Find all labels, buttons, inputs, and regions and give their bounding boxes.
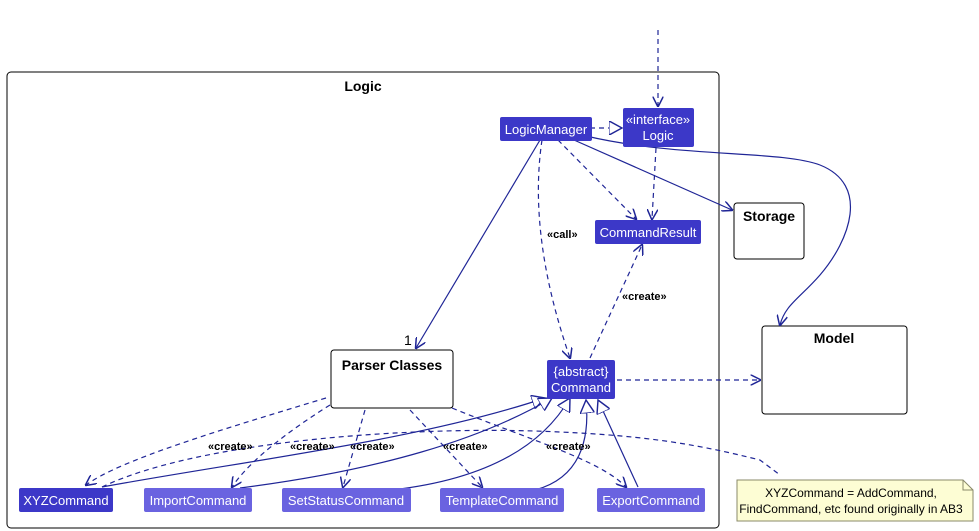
manager-to-storage-edge [573, 139, 732, 210]
manager-call-command-edge [537, 139, 570, 358]
command-result-label: CommandResult [600, 225, 697, 240]
xyz-command-class[interactable]: XYZCommand [19, 488, 113, 512]
xyz-inherits-edge [101, 398, 545, 488]
parser-create-export-edge [451, 407, 626, 487]
import-command-label: ImportCommand [150, 493, 247, 508]
logic-manager-class[interactable]: LogicManager [500, 117, 592, 141]
model-package-title: Model [814, 330, 854, 346]
setstatus-command-label: SetStatusCommand [288, 493, 404, 508]
edges [86, 30, 851, 491]
logic-interface-class[interactable]: «interface» Logic [623, 108, 694, 147]
command-stereotype-label: {abstract} [554, 364, 610, 379]
note-connector-edge [101, 429, 781, 488]
command-result-class[interactable]: CommandResult [595, 220, 701, 244]
create-label-4: «create» [443, 441, 488, 453]
logic-stereotype-label: «interface» [626, 112, 690, 127]
logic-package: Logic [6, 71, 720, 529]
create-result-label: «create» [622, 291, 667, 303]
command-create-result-edge [589, 245, 642, 359]
create-label-1: «create» [208, 441, 253, 453]
parser-create-setstatus-edge [343, 409, 366, 487]
manager-to-parser-edge [416, 139, 541, 348]
template-inherits-edge [534, 400, 587, 491]
note: XYZCommand = AddCommand, FindCommand, et… [736, 479, 974, 522]
logic-to-result-edge [652, 147, 656, 219]
parser-classes-box: Parser Classes [330, 349, 454, 409]
template-command-class[interactable]: TemplateCommand [440, 488, 564, 512]
logic-interface-label: Logic [642, 128, 674, 143]
manager-to-result-edge [557, 139, 636, 219]
create-label-3: «create» [350, 441, 395, 453]
command-class[interactable]: {abstract} Command [547, 360, 615, 399]
storage-package: Storage [733, 202, 805, 260]
note-line-2: FindCommand, etc found originally in AB3 [739, 502, 963, 516]
xyz-command-label: XYZCommand [23, 493, 108, 508]
multiplicity-label: 1 [404, 332, 412, 348]
import-command-class[interactable]: ImportCommand [144, 488, 252, 512]
model-package: Model [761, 325, 908, 415]
note-line-1: XYZCommand = AddCommand, [765, 486, 937, 500]
export-inherits-edge [598, 400, 639, 488]
logic-package-title: Logic [344, 78, 382, 94]
setstatus-command-class[interactable]: SetStatusCommand [282, 488, 411, 512]
setstatus-inherits-edge [391, 398, 570, 491]
template-command-label: TemplateCommand [446, 493, 559, 508]
parser-classes-title: Parser Classes [342, 357, 443, 373]
storage-package-title: Storage [743, 208, 795, 224]
import-inherits-edge [239, 398, 552, 489]
call-label: «call» [547, 229, 578, 241]
export-command-class[interactable]: ExportCommand [597, 488, 705, 512]
parser-create-xyz-edge [86, 397, 327, 485]
command-label: Command [551, 380, 611, 395]
create-label-2: «create» [290, 441, 335, 453]
manager-to-model-edge [585, 135, 851, 325]
export-command-label: ExportCommand [602, 493, 700, 508]
create-label-5: «create» [546, 441, 591, 453]
parser-create-import-edge [232, 404, 331, 487]
logic-manager-label: LogicManager [505, 122, 588, 137]
